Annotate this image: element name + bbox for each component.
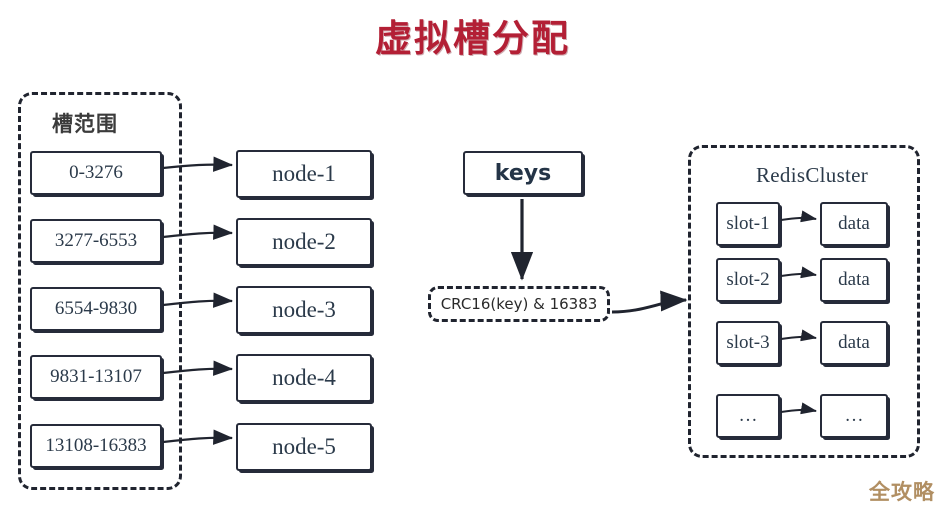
slot-box-4: … [716, 394, 780, 438]
data-box-2: data [820, 258, 888, 302]
slot-range-group [18, 92, 182, 490]
keys-box: keys [463, 151, 583, 195]
data-box-4: … [820, 394, 888, 438]
slot-range-box-5: 13108-16383 [30, 424, 162, 468]
slot-range-box-3: 6554-9830 [30, 287, 162, 331]
hash-function-box: CRC16(key) & 16383 [428, 286, 610, 322]
slot-box-1: slot-1 [716, 202, 780, 246]
node-box-1: node-1 [236, 150, 372, 198]
slot-box-3: slot-3 [716, 321, 780, 365]
node-box-2: node-2 [236, 218, 372, 266]
redis-cluster-group [688, 145, 920, 458]
slot-range-group-label: 槽范围 [46, 108, 124, 138]
watermark: 全攻略 [869, 480, 935, 504]
page-title: 虚拟槽分配 [375, 17, 570, 60]
data-box-3: data [820, 321, 888, 365]
slot-range-box-1: 0-3276 [30, 151, 162, 195]
node-box-3: node-3 [236, 286, 372, 334]
slot-range-box-4: 9831-13107 [30, 355, 162, 399]
data-box-1: data [820, 202, 888, 246]
node-box-4: node-4 [236, 354, 372, 402]
redis-cluster-label: RedisCluster [750, 163, 875, 188]
slot-box-2: slot-2 [716, 258, 780, 302]
node-box-5: node-5 [236, 423, 372, 471]
slot-range-box-2: 3277-6553 [30, 219, 162, 263]
